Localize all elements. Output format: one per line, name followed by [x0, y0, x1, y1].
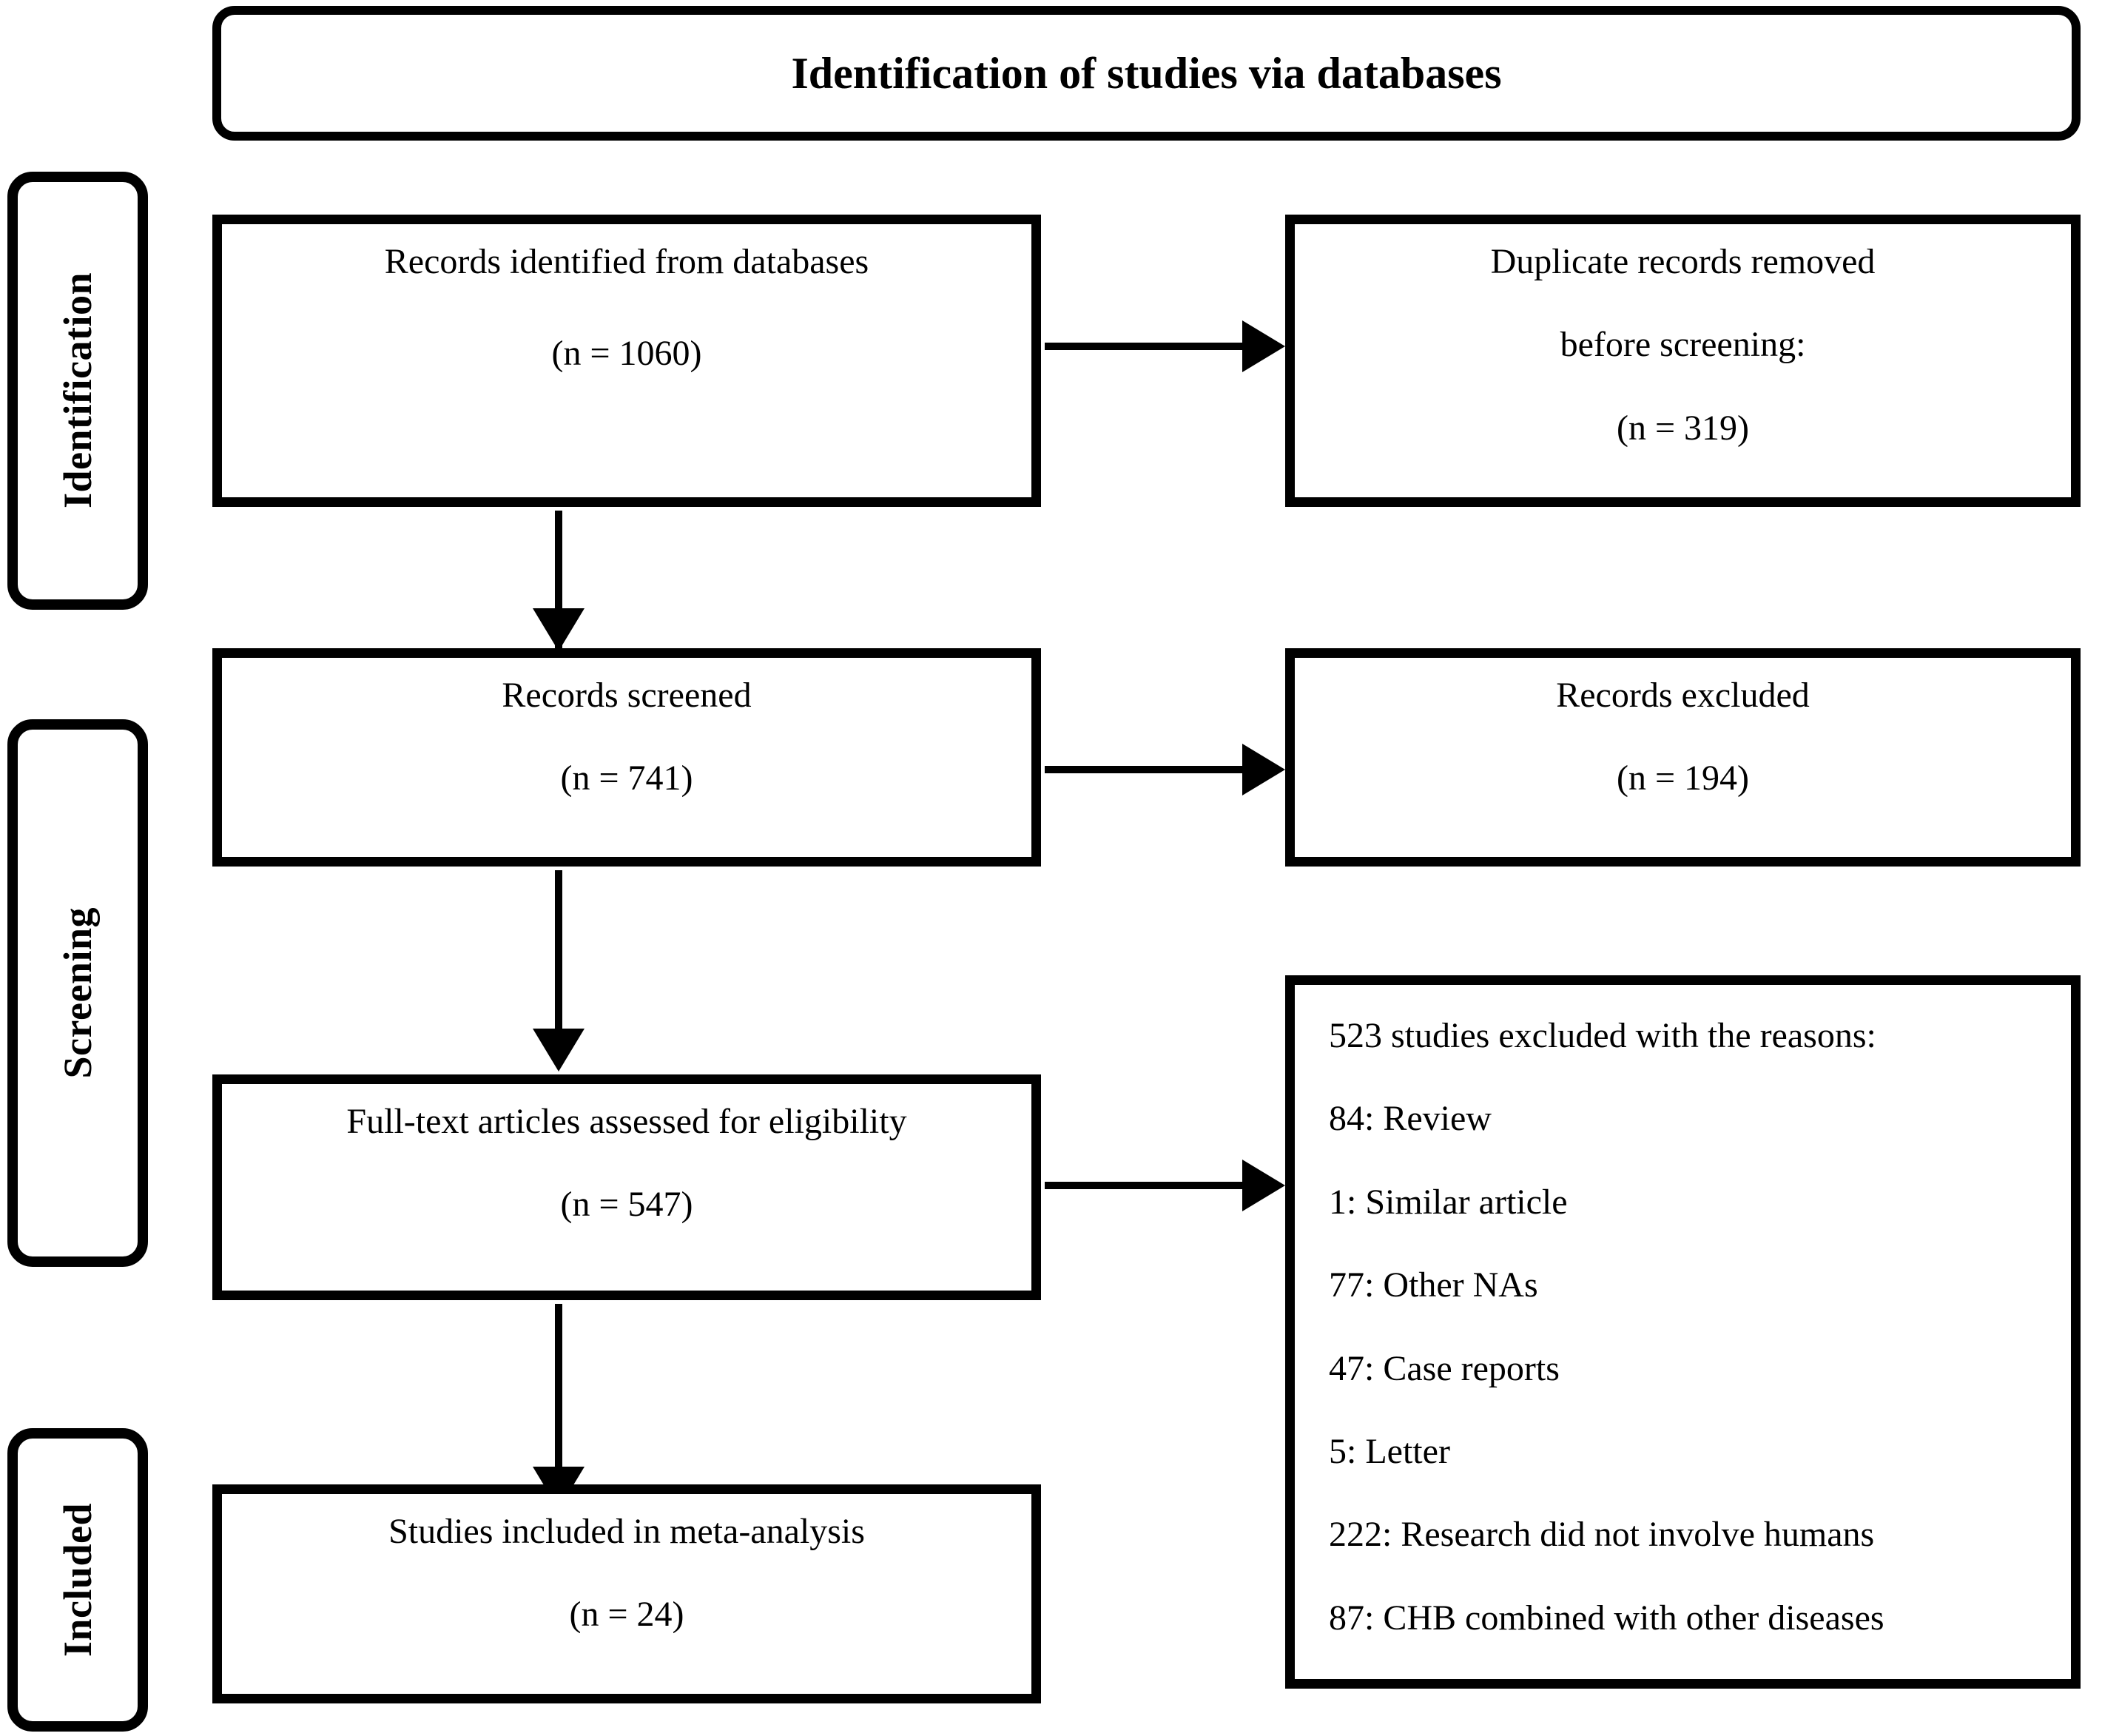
node-exclusion-reasons: 523 studies excluded with the reasons: 8… — [1285, 975, 2081, 1689]
duplicates-removed-count: (n = 319) — [1616, 408, 1750, 448]
node-studies-included: Studies included in meta-analysis (n = 2… — [212, 1484, 1041, 1703]
studies-included-count: (n = 24) — [569, 1595, 684, 1635]
node-records-screened: Records screened (n = 741) — [212, 648, 1041, 867]
node-fulltext-assessed: Full-text articles assessed for eligibil… — [212, 1074, 1041, 1300]
diagram-title: Identification of studies via databases — [791, 49, 1502, 98]
arrow-screened-to-excluded-stem — [1045, 766, 1253, 773]
phase-label-identification: Identification — [55, 272, 100, 509]
phase-label-included: Included — [55, 1502, 100, 1658]
records-identified-count: (n = 1060) — [551, 334, 702, 374]
records-screened-title: Records screened — [502, 676, 752, 715]
node-records-identified: Records identified from databases (n = 1… — [212, 215, 1041, 507]
arrow-identified-to-duplicates-head — [1242, 320, 1285, 372]
arrow-fulltext-to-reasons-stem — [1045, 1182, 1253, 1189]
arrow-screened-to-fulltext-stem — [555, 870, 562, 1033]
arrow-identified-to-duplicates-stem — [1045, 343, 1253, 350]
arrow-fulltext-to-included-stem — [555, 1304, 562, 1470]
phase-label-screening: Screening — [55, 907, 100, 1079]
node-duplicates-removed: Duplicate records removed before screeni… — [1285, 215, 2081, 507]
arrow-screened-to-excluded-head — [1242, 744, 1285, 795]
exclusion-reason-item: 222: Research did not involve humans — [1329, 1515, 1875, 1555]
diagram-title-box: Identification of studies via databases — [212, 6, 2081, 141]
phase-box-identification: Identification — [7, 172, 148, 610]
records-identified-title: Records identified from databases — [384, 242, 869, 281]
records-screened-count: (n = 741) — [560, 758, 693, 798]
fulltext-assessed-count: (n = 547) — [560, 1185, 693, 1225]
exclusion-reason-item: 84: Review — [1329, 1099, 1492, 1139]
exclusion-reason-item: 77: Other NAs — [1329, 1265, 1538, 1305]
duplicates-removed-subtitle: before screening: — [1560, 325, 1806, 365]
exclusion-reason-item: 87: CHB combined with other diseases — [1329, 1598, 1884, 1638]
duplicates-removed-title: Duplicate records removed — [1490, 242, 1876, 281]
exclusion-reason-item: 5: Letter — [1329, 1431, 1450, 1471]
arrow-fulltext-to-reasons-head — [1242, 1160, 1285, 1211]
phase-box-screening: Screening — [7, 719, 148, 1267]
exclusion-reasons-heading: 523 studies excluded with the reasons: — [1329, 1016, 1876, 1055]
records-excluded-count: (n = 194) — [1616, 758, 1750, 798]
phase-box-included: Included — [7, 1428, 148, 1732]
fulltext-assessed-title: Full-text articles assessed for eligibil… — [346, 1102, 907, 1141]
exclusion-reason-item: 1: Similar article — [1329, 1182, 1568, 1222]
studies-included-title: Studies included in meta-analysis — [388, 1512, 865, 1551]
arrow-identified-to-screened-head — [533, 608, 585, 651]
arrow-identified-to-screened-stem — [555, 511, 562, 651]
arrow-screened-to-fulltext-head — [533, 1029, 585, 1071]
exclusion-reason-item: 47: Case reports — [1329, 1348, 1560, 1388]
records-excluded-title: Records excluded — [1556, 676, 1810, 715]
node-records-excluded: Records excluded (n = 194) — [1285, 648, 2081, 867]
